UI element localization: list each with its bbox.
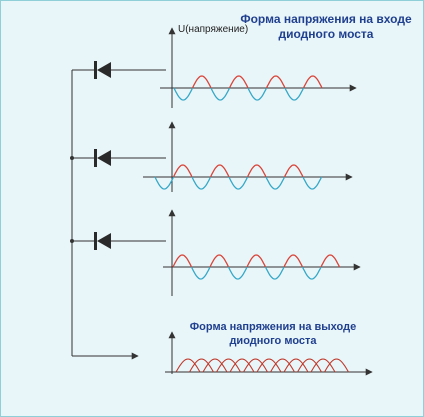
input-wave-2-negative-half	[154, 176, 175, 190]
output-half-wave	[216, 358, 241, 373]
output-half-wave	[229, 358, 255, 373]
input-wave-3-negative-half	[301, 266, 322, 280]
junction-dot	[70, 156, 74, 160]
junction-dot	[70, 239, 74, 243]
input-wave-3-positive-half	[283, 254, 304, 268]
input-wave-1-positive-half	[191, 75, 212, 89]
output-half-wave	[310, 358, 336, 373]
diode-3	[94, 232, 111, 250]
input-voltage-title: Форма напряжения на входе диодного моста	[240, 12, 412, 41]
input-wave-1-negative-half	[284, 87, 305, 101]
input-wave-3-positive-half	[209, 254, 230, 268]
input-wave-3-negative-half	[264, 266, 285, 280]
input-wave-2-negative-half	[191, 176, 212, 190]
input-wave-1-negative-half	[173, 87, 194, 101]
waveforms	[154, 75, 349, 373]
input-wave-2-positive-half	[209, 164, 230, 178]
diode-1	[94, 61, 111, 79]
input-wave-3-negative-half	[227, 266, 248, 280]
input-wave-3-positive-half	[320, 254, 341, 268]
input-wave-1-negative-half	[247, 87, 268, 101]
input-wave-2-positive-half	[172, 164, 193, 178]
input-wave-2-positive-half	[246, 164, 267, 178]
input-wave-2-negative-half	[302, 176, 323, 190]
input-wave-3-positive-half	[172, 254, 193, 268]
input-wave-2-positive-half	[283, 164, 304, 178]
input-wave-1-positive-half	[302, 75, 323, 89]
output-half-wave	[324, 358, 349, 373]
input-wave-1-negative-half	[210, 87, 231, 101]
output-half-wave	[243, 358, 268, 373]
input-wave-1-positive-half	[265, 75, 286, 89]
input-wave-1-positive-half	[228, 75, 249, 89]
output-half-wave	[202, 358, 228, 373]
y-axis-label: U(напряжение)	[178, 24, 249, 35]
output-half-wave	[297, 358, 322, 373]
input-wave-3-negative-half	[190, 266, 211, 280]
input-wave-2-negative-half	[228, 176, 249, 190]
output-voltage-title: Форма напряжения на выходе диодного мост…	[189, 321, 357, 347]
output-half-wave	[283, 358, 309, 373]
wiring	[71, 69, 166, 360]
output-half-wave	[189, 358, 214, 373]
input-wave-2-negative-half	[265, 176, 286, 190]
diode-2	[94, 149, 111, 167]
input-wave-3-positive-half	[246, 254, 267, 268]
output-half-wave	[175, 358, 201, 373]
output-half-wave	[256, 358, 282, 373]
output-half-wave	[270, 358, 295, 373]
